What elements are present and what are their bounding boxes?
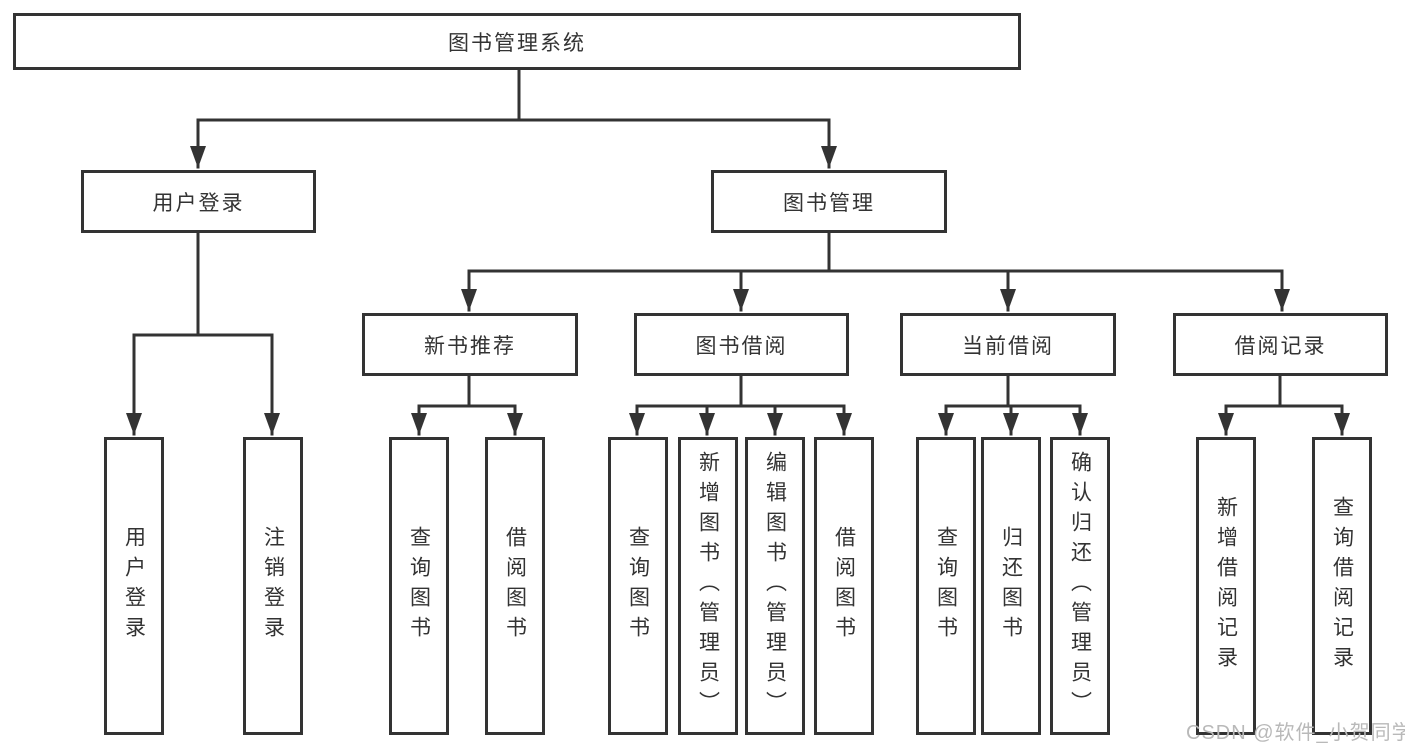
leaf-confirm-return-admin: 确认归还（管理员）: [1050, 437, 1110, 735]
node-book-management: 图书管理: [711, 170, 947, 233]
leaf-label: 新增图书（管理员）: [696, 451, 720, 721]
leaf-add-book-admin: 新增图书（管理员）: [678, 437, 738, 735]
leaf-edit-book-admin: 编辑图书（管理员）: [745, 437, 805, 735]
leaf-query-book-1: 查询图书: [389, 437, 449, 735]
node-book-borrow: 图书借阅: [634, 313, 849, 376]
leaf-label: 查询借阅记录: [1330, 496, 1354, 676]
leaf-label: 查询图书: [407, 526, 431, 646]
leaf-label: 确认归还（管理员）: [1068, 451, 1092, 721]
node-current-borrow: 当前借阅: [900, 313, 1116, 376]
leaf-borrow-book-1: 借阅图书: [485, 437, 545, 735]
leaf-query-borrow-record: 查询借阅记录: [1312, 437, 1372, 735]
leaf-label: 归还图书: [999, 526, 1023, 646]
node-borrow-record: 借阅记录: [1173, 313, 1388, 376]
leaf-add-borrow-record: 新增借阅记录: [1196, 437, 1256, 735]
node-new-book-recommend: 新书推荐: [362, 313, 578, 376]
node-root-system: 图书管理系统: [13, 13, 1021, 70]
leaf-borrow-book-2: 借阅图书: [814, 437, 874, 735]
leaf-label: 新增借阅记录: [1214, 496, 1238, 676]
leaf-return-book: 归还图书: [981, 437, 1041, 735]
leaf-label: 编辑图书（管理员）: [763, 451, 787, 721]
leaf-user-login: 用户登录: [104, 437, 164, 735]
leaf-query-book-3: 查询图书: [916, 437, 976, 735]
leaf-logout: 注销登录: [243, 437, 303, 735]
leaf-label: 查询图书: [934, 526, 958, 646]
node-user-login: 用户登录: [81, 170, 316, 233]
leaf-label: 借阅图书: [832, 526, 856, 646]
leaf-label: 借阅图书: [503, 526, 527, 646]
leaf-label: 查询图书: [626, 526, 650, 646]
leaf-label: 用户登录: [122, 526, 146, 646]
leaf-label: 注销登录: [261, 526, 285, 646]
csdn-watermark: CSDN @软件_小贺同学: [1186, 722, 1405, 744]
leaf-query-book-2: 查询图书: [608, 437, 668, 735]
